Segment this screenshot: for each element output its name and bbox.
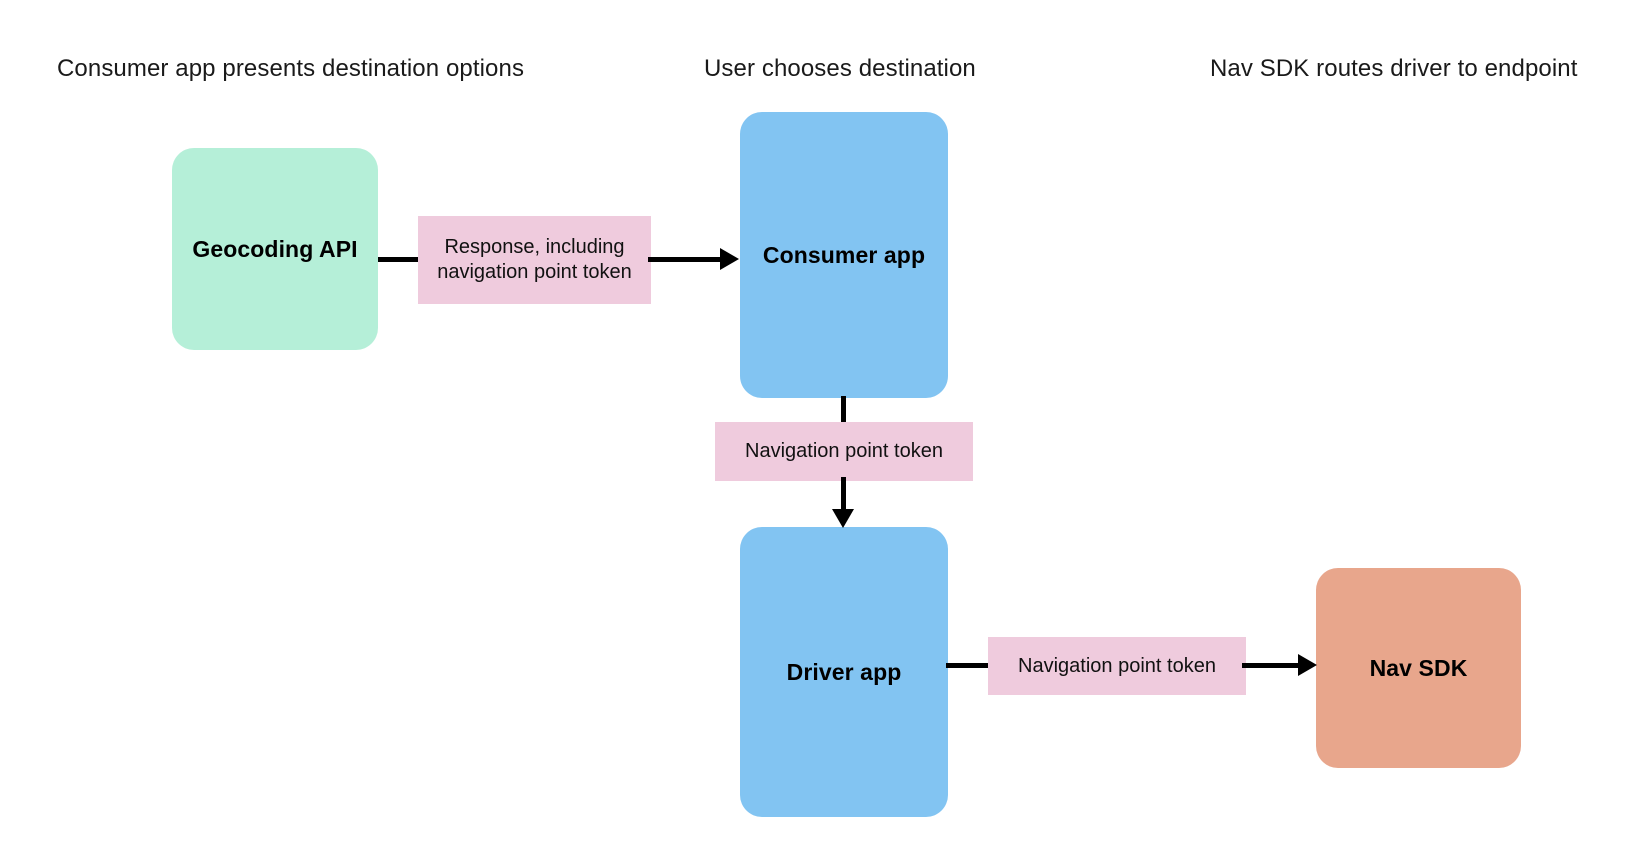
connector-label-to-driver-app	[841, 477, 846, 513]
node-driver-app[interactable]: Driver app	[740, 527, 948, 817]
node-consumer-app[interactable]: Consumer app	[740, 112, 948, 398]
node-geocoding-api-label: Geocoding API	[192, 235, 358, 262]
connector-consumer-app-to-label	[841, 396, 846, 426]
edge-label-navigation-point-token-vertical: Navigation point token	[715, 422, 973, 481]
connector-geocoding-to-label	[378, 257, 422, 262]
column-heading-user: User chooses destination	[704, 55, 976, 82]
edge-label-navigation-point-token-vertical-text: Navigation point token	[745, 440, 943, 462]
edge-label-response-text: Response, including navigation point tok…	[437, 236, 632, 283]
node-geocoding-api[interactable]: Geocoding API	[172, 148, 378, 350]
column-heading-consumer: Consumer app presents destination option…	[57, 55, 525, 82]
edge-label-response-including-navigation-point-token: Response, including navigation point tok…	[418, 216, 651, 304]
edge-label-navigation-point-token-horizontal-text: Navigation point token	[1018, 654, 1216, 677]
connector-label-to-consumer-app	[648, 257, 722, 262]
arrowhead-down-icon-to-driver-app	[832, 509, 854, 528]
arrowhead-right-icon-to-nav-sdk	[1298, 654, 1317, 676]
connector-label-to-nav-sdk	[1242, 663, 1300, 668]
node-consumer-app-label: Consumer app	[762, 241, 926, 268]
node-driver-app-label: Driver app	[786, 658, 902, 685]
node-nav-sdk[interactable]: Nav SDK	[1316, 568, 1521, 768]
arrowhead-right-icon-to-consumer-app	[720, 248, 739, 270]
edge-label-navigation-point-token-horizontal: Navigation point token	[988, 637, 1246, 695]
connector-driver-app-to-label	[946, 663, 992, 668]
node-nav-sdk-label: Nav SDK	[1369, 654, 1468, 681]
column-heading-nav-sdk: Nav SDK routes driver to endpoint	[1210, 55, 1578, 82]
